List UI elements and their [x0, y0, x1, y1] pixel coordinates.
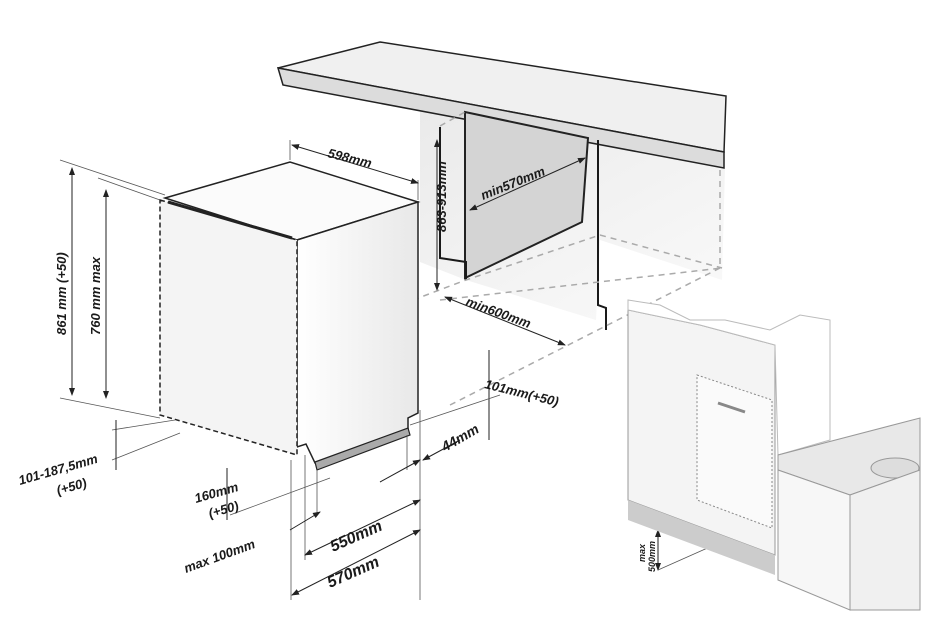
right-cabinet-edge — [597, 140, 607, 330]
label-total-height: 861 mm (+50) — [54, 252, 69, 335]
label-niche-width: min600mm — [464, 294, 533, 331]
label-plinth-height-extra: (+50) — [55, 475, 89, 498]
niche-floor-dashed-2 — [439, 267, 723, 301]
label-width: 598mm — [326, 145, 374, 171]
dishwasher-side — [296, 200, 419, 464]
label-plinth-max: max — [637, 543, 647, 562]
label-depth-550: 550mm — [328, 518, 385, 556]
integrated-dishwasher-door — [696, 374, 773, 529]
label-rear-101: 101mm(+50) — [483, 376, 560, 409]
label-niche-height: 863-913mm — [434, 161, 449, 232]
niche-top-dashed — [439, 111, 466, 127]
kitchen-illustration — [627, 299, 921, 611]
dishwasher-door — [159, 198, 298, 457]
label-plinth-max-500: 500mm — [647, 541, 657, 572]
dimension-lines — [59, 139, 713, 600]
dishwasher — [159, 161, 421, 471]
left-cabinet-edge — [439, 127, 467, 280]
label-depth-570: 570mm — [325, 554, 382, 592]
label-max-door-offset: max 100mm — [182, 536, 257, 576]
countertop-front — [276, 67, 725, 169]
label-toe-44: 44mm — [438, 421, 482, 456]
label-door-height: 760 mm max — [88, 256, 103, 335]
plinth-rail — [314, 427, 411, 471]
door-top-edge — [167, 200, 293, 240]
